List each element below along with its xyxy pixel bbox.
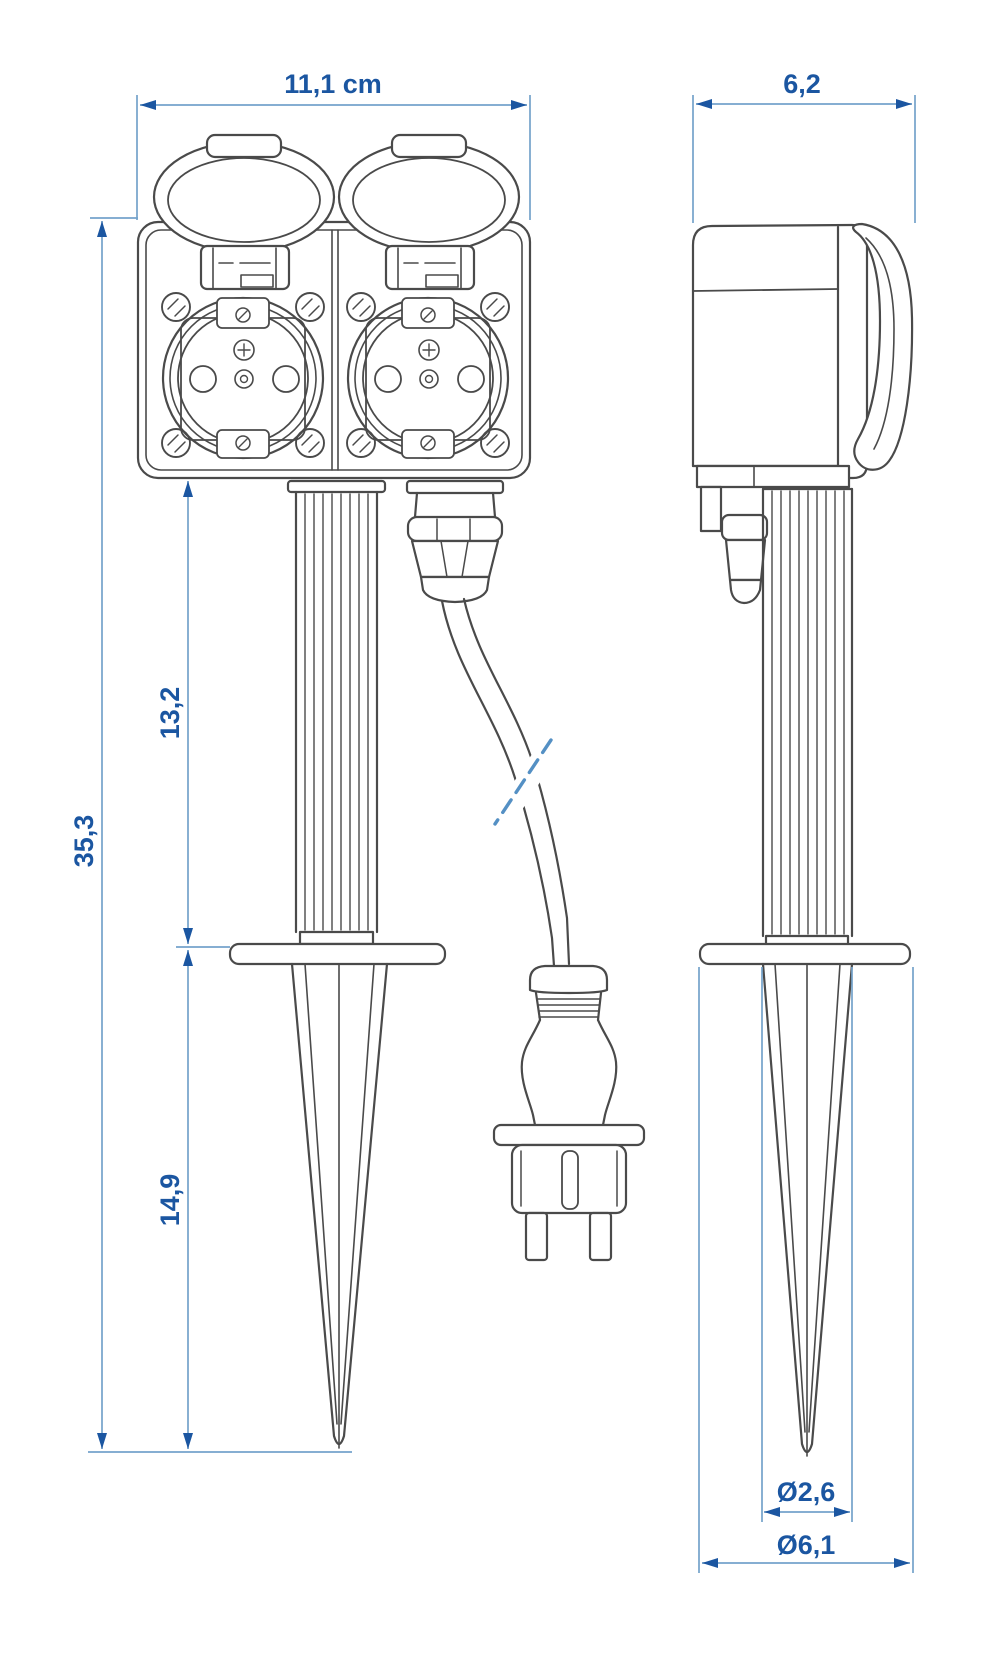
spike-shaft-front (286, 479, 387, 946)
lid-left (152, 133, 336, 291)
corner-screw (161, 428, 191, 458)
gland-bottom-cap (419, 575, 491, 604)
pin-hole-left (374, 365, 402, 393)
dimension-lines (88, 95, 916, 1573)
cable-break-gap (491, 735, 563, 829)
lid-left-tab (205, 133, 283, 159)
cable-gland-front (405, 479, 505, 604)
plug-pin-right (588, 1211, 613, 1262)
gland-collar (405, 479, 505, 495)
pin-hole-right (272, 365, 300, 393)
corner-screw (346, 428, 376, 458)
corner-screw (295, 292, 325, 322)
pin-hole-left (189, 365, 217, 393)
mounting-collar-front (228, 942, 447, 966)
shaft-ribs (304, 493, 369, 931)
dimension-labels: 11,1 cm 6,2 35,3 13,2 14,9 Ø2,6 Ø6,1 (69, 69, 835, 1560)
front-view (136, 133, 646, 1449)
socket-right (346, 292, 510, 460)
dim-label-body-to-collar: 13,2 (155, 687, 185, 740)
side-collar (698, 942, 912, 966)
side-lid-flap (852, 222, 914, 471)
lid-right-tab (390, 133, 468, 159)
corner-screw (161, 292, 191, 322)
lid-right-inner (352, 157, 506, 243)
corner-screw (480, 292, 510, 322)
side-bracket (699, 485, 723, 533)
gland-upper-band (406, 515, 504, 543)
dim-label-front-width: 11,1 cm (284, 69, 382, 99)
lid-right (337, 133, 521, 291)
dim-label-overall-height: 35,3 (69, 815, 99, 868)
corner-screw (480, 428, 510, 458)
side-lid-seam (692, 288, 839, 292)
ground-spike-front (290, 962, 389, 1449)
corner-screw (346, 292, 376, 322)
cable-edge-left (440, 599, 556, 968)
earth-clip-top (401, 297, 455, 329)
cable-break-mark (493, 738, 553, 826)
side-spike (761, 962, 854, 1457)
side-body-outline (691, 223, 869, 480)
gland-nut (410, 539, 500, 579)
assembly-screw (233, 339, 255, 361)
side-shaft (761, 487, 854, 948)
earth-clip-top (216, 297, 270, 329)
pin-hole-right (457, 365, 485, 393)
plug-body-left (520, 1018, 542, 1127)
plug-cap (528, 964, 609, 995)
earth-clip-bottom (216, 429, 270, 459)
plug-face (510, 1143, 628, 1215)
side-shaft-ribs (771, 490, 845, 935)
lid-left-inner (167, 157, 321, 243)
center-pin (419, 369, 439, 389)
side-view (691, 222, 914, 1457)
hinge-notch (425, 274, 459, 288)
plug-strain-relief-ribs (537, 998, 601, 1018)
plug-slot (561, 1150, 579, 1210)
side-lid (852, 222, 914, 471)
center-pin (234, 369, 254, 389)
earth-clip-bottom (401, 429, 455, 459)
lid-left-hinge (199, 244, 291, 291)
plug-flange (492, 1123, 646, 1147)
shaft-foot (298, 930, 375, 946)
side-base-step (695, 464, 851, 489)
assembly-screw (418, 339, 440, 361)
side-lid-inner-line (865, 237, 895, 450)
corner-screw (295, 428, 325, 458)
lid-right-hinge (384, 244, 476, 291)
hinge-notch (240, 274, 274, 288)
plug-pin-left (524, 1211, 549, 1262)
socket-left (161, 292, 325, 460)
side-cable-gland (720, 513, 769, 605)
power-cable (440, 597, 571, 968)
schuko-plug (492, 964, 646, 1262)
dim-label-spike-diameter: Ø2,6 (777, 1477, 836, 1507)
dim-label-spike-length: 14,9 (155, 1174, 185, 1227)
dim-label-collar-diameter: Ø6,1 (777, 1530, 836, 1560)
plug-body-right (596, 1018, 618, 1127)
dim-label-side-width: 6,2 (783, 69, 821, 99)
shaft-top-collar (286, 479, 387, 494)
plate-inner-outline (145, 229, 523, 471)
side-body (691, 223, 869, 480)
